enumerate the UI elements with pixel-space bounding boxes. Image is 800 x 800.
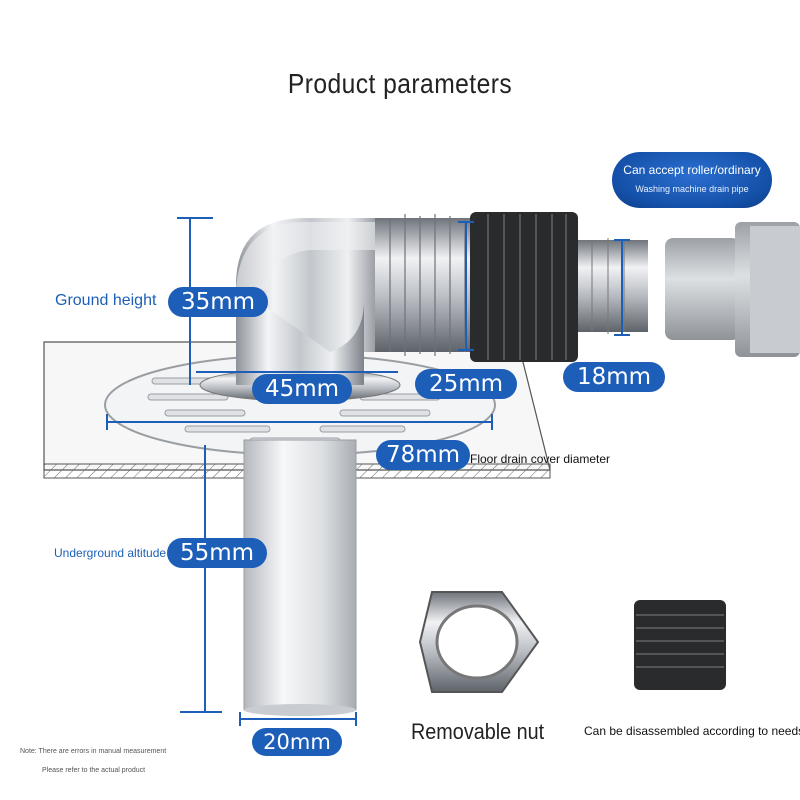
note-line-2: Please refer to the actual product	[42, 767, 146, 774]
ground-height-label: Ground height	[55, 292, 157, 309]
outlet-value: 25mm	[415, 369, 517, 399]
underground-altitude-label: Underground altitude	[54, 546, 167, 560]
cover-diameter-label: Floor drain cover diameter	[470, 452, 611, 466]
nut-illustration	[418, 591, 540, 693]
ground-height-value: 35mm	[168, 287, 268, 317]
cover-value: 78mm	[376, 440, 470, 470]
badge-line-2: Washing machine drain pipe	[635, 184, 749, 194]
disassemble-label: Can be disassembled according to needs	[584, 724, 800, 738]
badge-line-1: Can accept roller/ordinary	[623, 163, 761, 177]
underground-value: 55mm	[167, 538, 267, 568]
hose-end-value: 18mm	[563, 362, 665, 392]
removable-nut-label: Removable nut	[411, 719, 545, 744]
note-line-1: Note: There are errors in manual measure…	[20, 748, 167, 755]
page-title: Product parameters	[287, 68, 513, 99]
rubber-adapter-illustration	[634, 600, 726, 690]
pipe-value: 20mm	[252, 728, 342, 756]
inner-diameter-value: 45mm	[252, 374, 352, 404]
drain-pipe-badge: Can accept roller/ordinary Washing machi…	[612, 152, 772, 208]
